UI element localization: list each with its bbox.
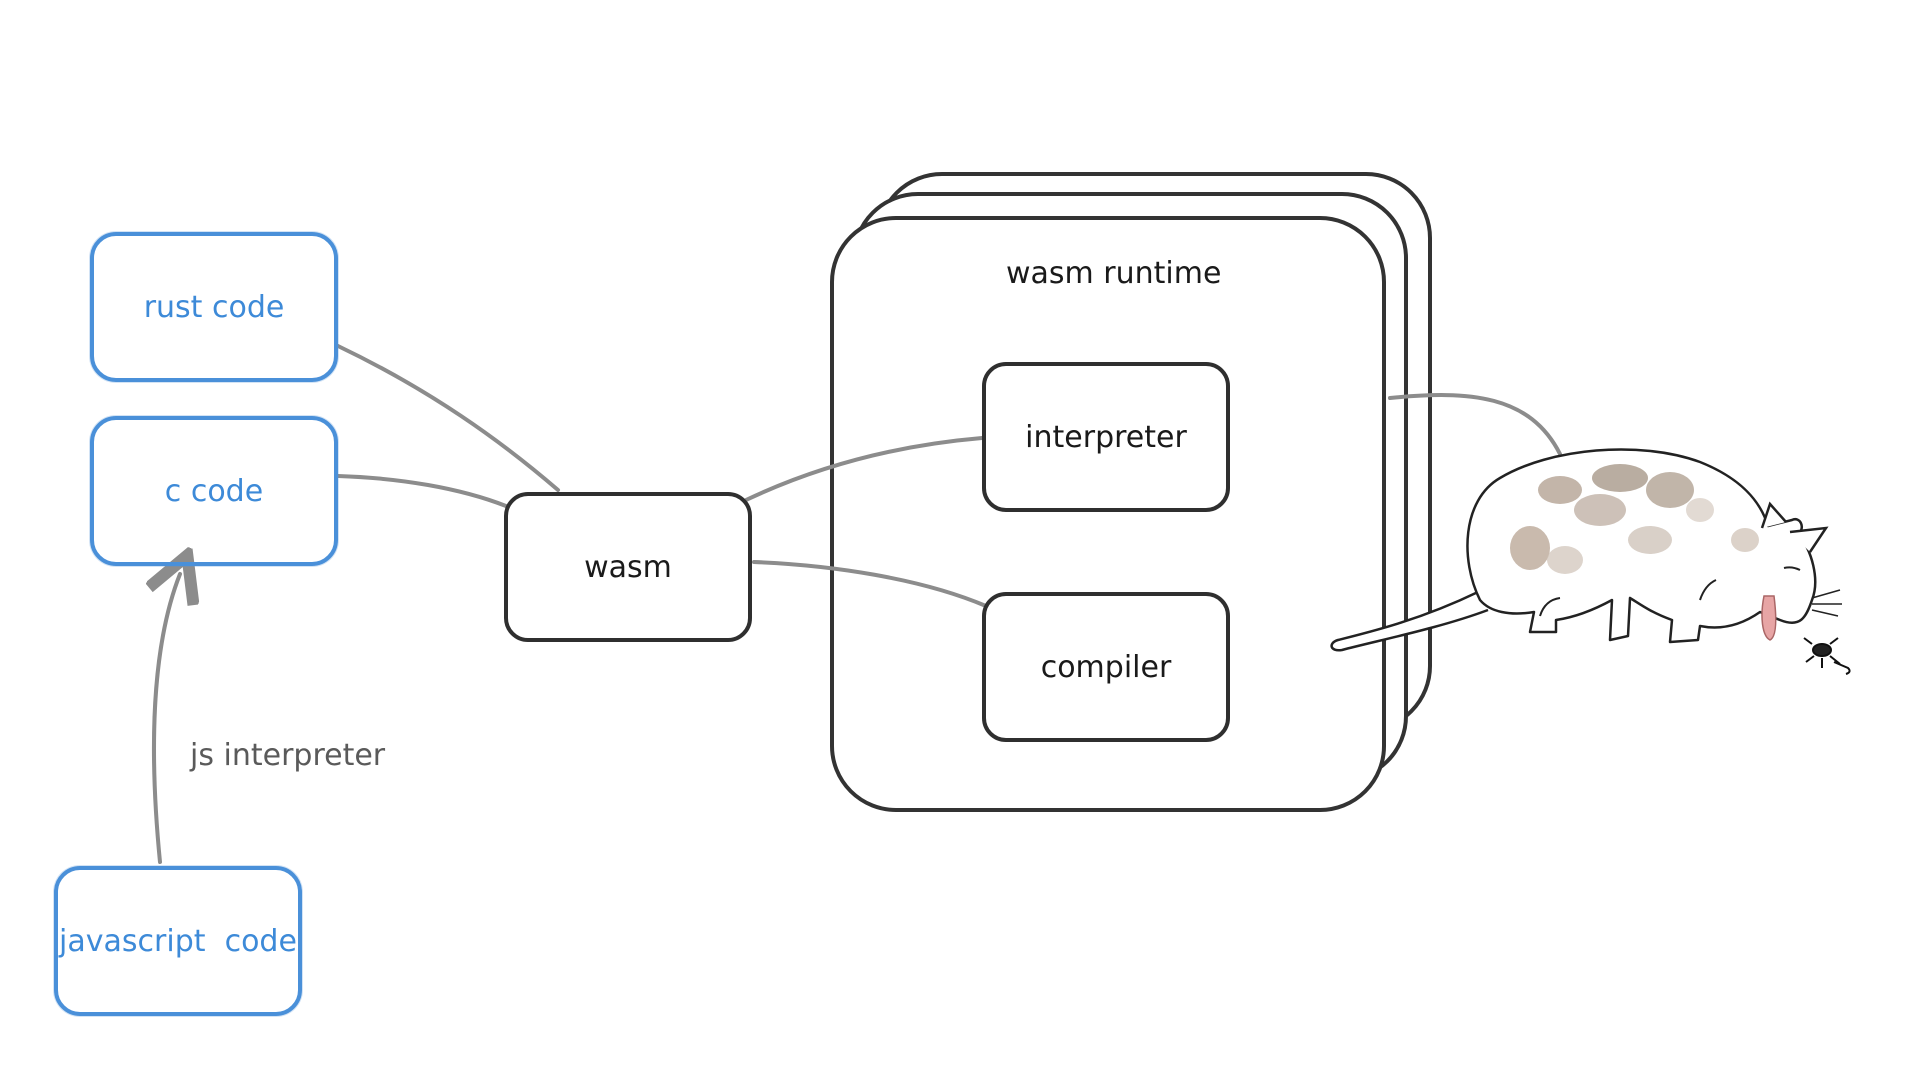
rust-to-wasm-connector [336, 344, 560, 492]
compiler-label: compiler [1040, 649, 1172, 685]
interpreter-label: interpreter [1025, 419, 1187, 455]
c-code-label: c code [164, 473, 264, 509]
runtime-to-cat-connector [1388, 393, 1562, 456]
wasm-runtime-container [830, 216, 1386, 812]
interpreter-node: interpreter [982, 362, 1230, 512]
js-to-c-arrow [154, 574, 180, 864]
wasm-label: wasm [584, 549, 672, 585]
wasm-node: wasm [504, 492, 752, 642]
rust-code-label: rust code [143, 289, 285, 325]
wasm-to-interpreter-connector [744, 436, 984, 502]
rust-code-node: rust code [90, 232, 338, 382]
c-to-wasm-connector [336, 474, 508, 508]
wasm-runtime-title: wasm runtime [1006, 256, 1222, 291]
wasm-to-compiler-connector [752, 560, 988, 608]
javascript-code-label: javascript code [59, 923, 297, 959]
c-code-node: c code [90, 416, 338, 566]
cat-eating-bug-icon [1330, 448, 1851, 675]
javascript-code-node: javascript code [54, 866, 302, 1016]
compiler-node: compiler [982, 592, 1230, 742]
js-interpreter-edge-label: js interpreter [190, 738, 386, 773]
